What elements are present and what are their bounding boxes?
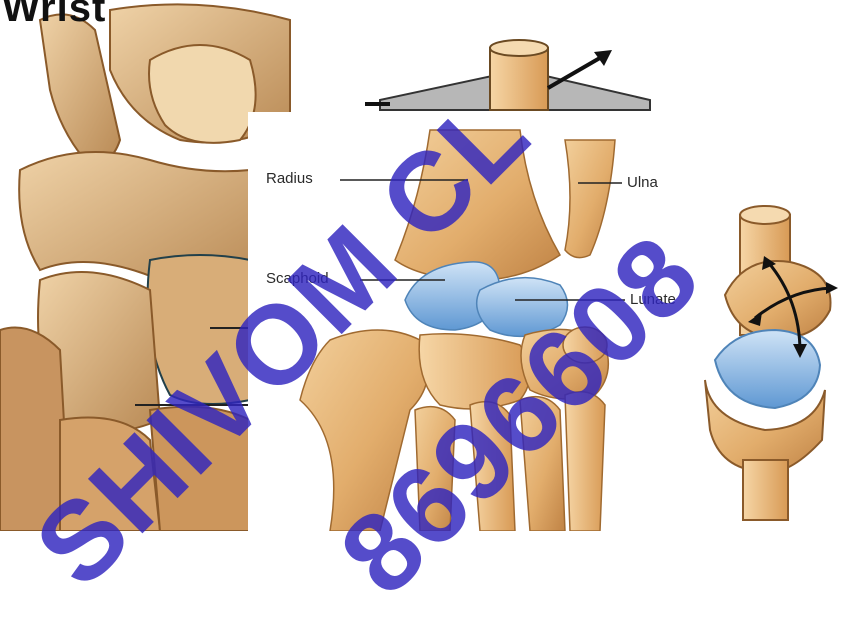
wrist-joint-figure: Wrist Radius Ulna Scaphoid Lunate SHIVOM… <box>0 0 841 531</box>
lunate-bone <box>477 278 568 337</box>
label-scaphoid: Scaphoid <box>266 270 329 287</box>
label-ulna: Ulna <box>627 174 658 191</box>
left-wrist-anatomy <box>0 0 290 531</box>
axis-diagram <box>365 40 650 110</box>
condyloid-joint-model <box>705 206 838 520</box>
figure-artwork <box>0 0 841 531</box>
label-radius: Radius <box>266 170 313 187</box>
figure-title-fragment: Wrist <box>2 0 106 31</box>
label-lunate: Lunate <box>630 291 676 308</box>
